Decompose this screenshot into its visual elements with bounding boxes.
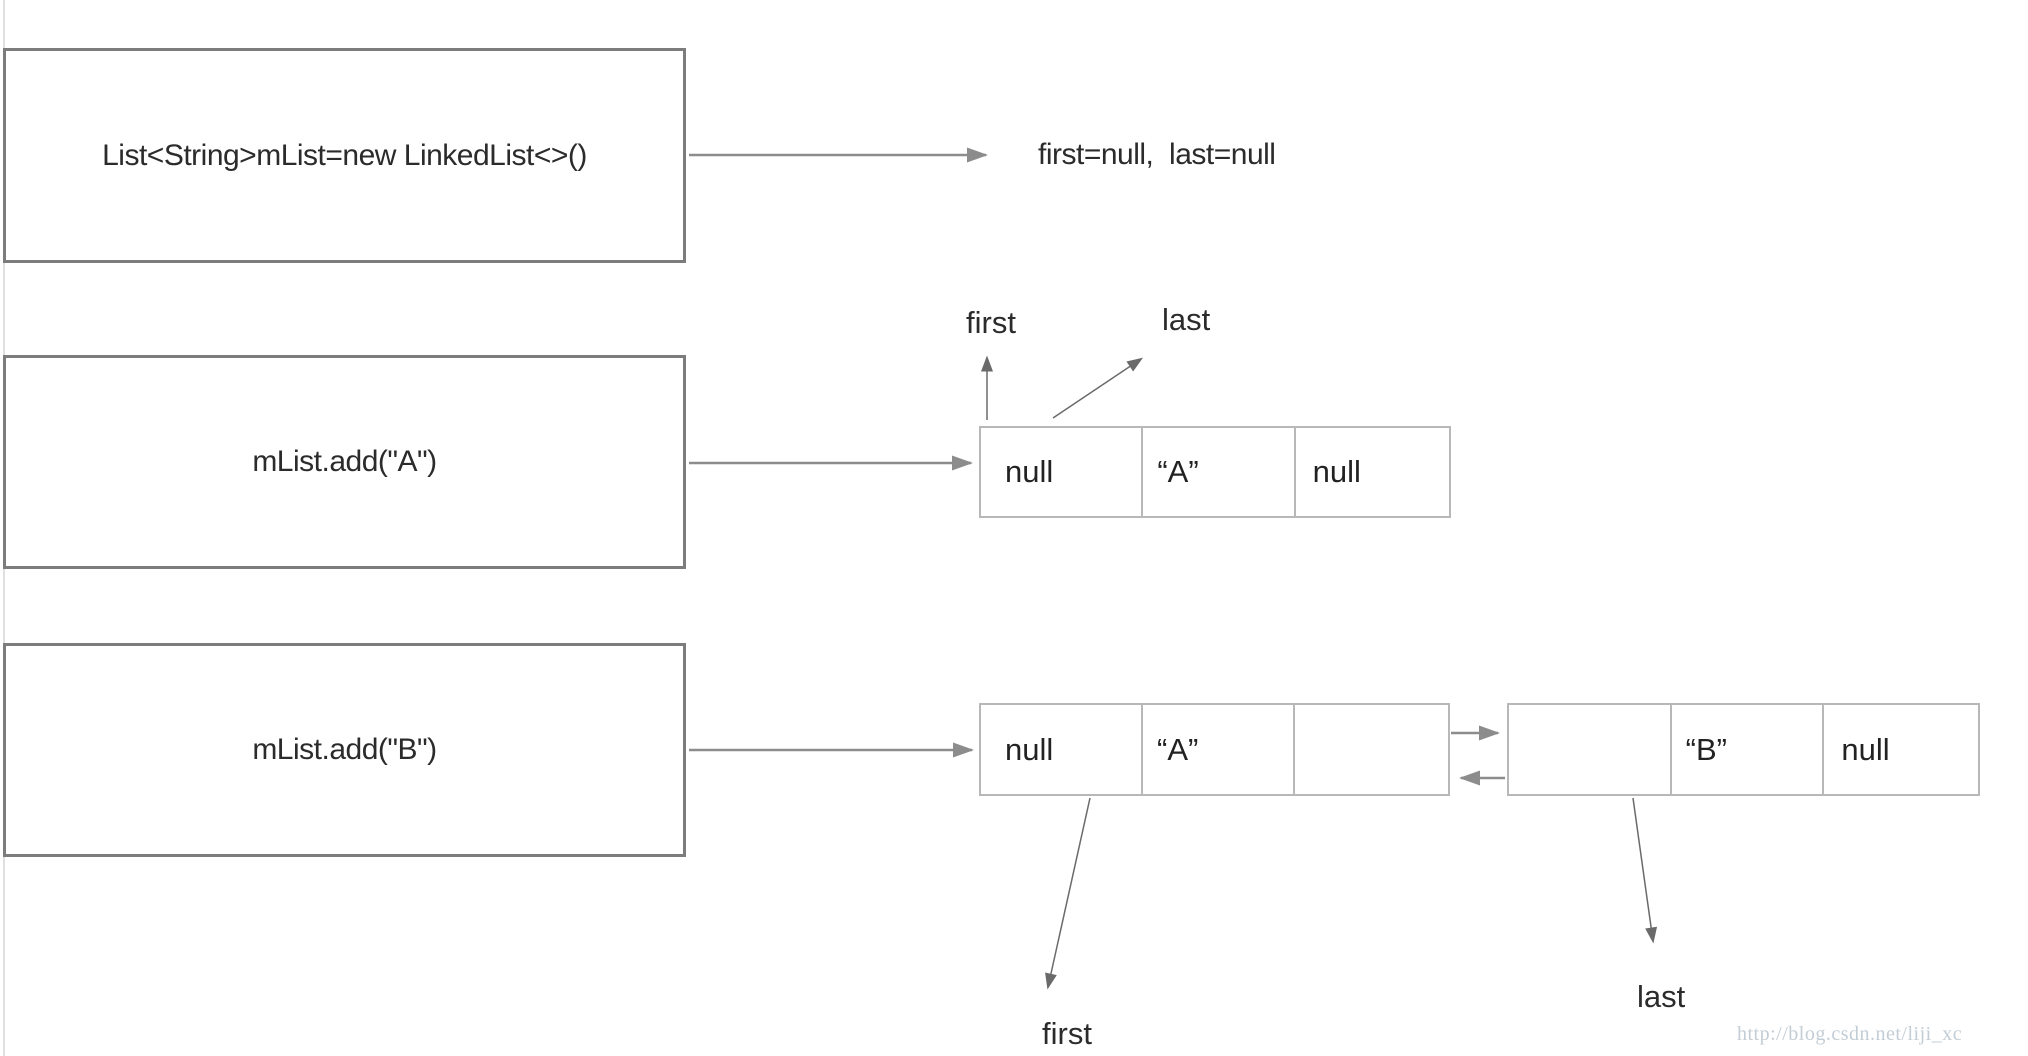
result-first-last-null: first=null, last=null [1038, 138, 1276, 171]
code-box-add-a: mList.add("A") [3, 355, 686, 569]
last-pointer-label-mid: last [1162, 302, 1211, 337]
linkedlist-node-a-paired: null “A” [979, 703, 1450, 796]
node-cell-item: “A” [1143, 428, 1296, 516]
node-cell-prev: null [981, 428, 1144, 516]
arrow-nodeA-to-first-label [1045, 797, 1091, 990]
blog-watermark: http://blog.csdn.net/liji_xc [1737, 1023, 1963, 1045]
code-text-add-b: mList.add("B") [252, 733, 437, 766]
node-cell-next: null [1841, 731, 1890, 767]
arrow-nodeB-to-last-label [1632, 797, 1658, 944]
linkedlist-node-a-single: null “A” null [979, 426, 1451, 518]
node-cell-prev: null [981, 705, 1143, 794]
arrow-node-to-last-label [1052, 357, 1144, 419]
code-box-add-b: mList.add("B") [3, 643, 686, 857]
code-box-new-linkedlist: List<String>mList=new LinkedList<>() [3, 48, 686, 263]
node-cell-next [1295, 705, 1448, 794]
node-cell-prev [1509, 705, 1672, 794]
linkedlist-node-b-paired: “B” null [1507, 703, 1980, 796]
node-cell-item: “B” [1672, 705, 1825, 794]
node-cell-next: null [1312, 454, 1361, 489]
node-cell-item: “A” [1143, 705, 1295, 794]
code-text-new-linkedlist: List<String>mList=new LinkedList<>() [102, 138, 587, 172]
code-text-add-a: mList.add("A") [252, 445, 437, 478]
last-pointer-label-bottom: last [1637, 979, 1686, 1014]
first-pointer-label-mid: first [966, 305, 1016, 340]
first-pointer-label-bottom: first [1042, 1016, 1092, 1051]
